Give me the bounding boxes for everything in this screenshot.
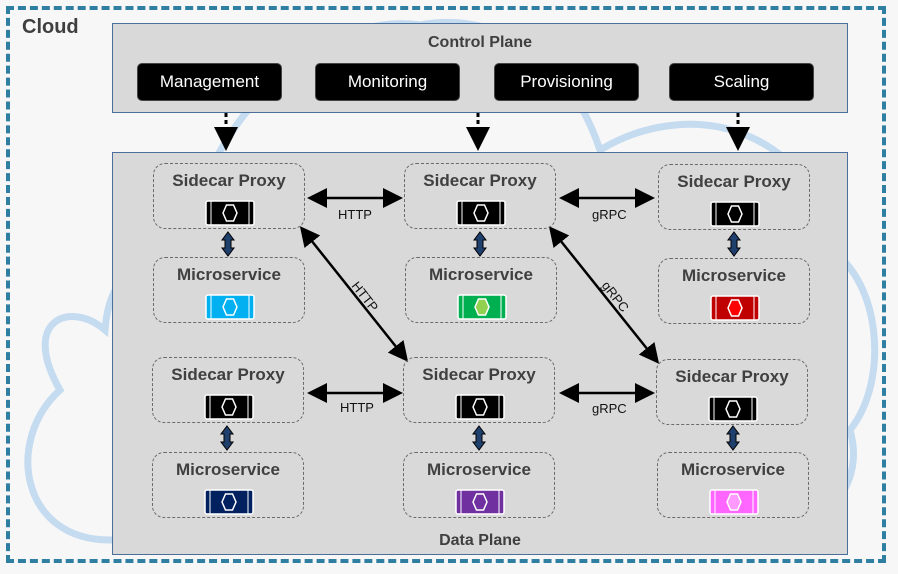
sidecar-container-icon xyxy=(455,394,505,420)
sidecar-proxy: Sidecar Proxy xyxy=(656,359,808,425)
microservice-label: Microservice xyxy=(429,265,533,284)
sidecar-proxy: Sidecar Proxy xyxy=(404,163,556,229)
microservice: Microservice xyxy=(152,452,304,518)
sidecar-proxy-label: Sidecar Proxy xyxy=(675,367,789,386)
sidecar-proxy-label: Sidecar Proxy xyxy=(423,171,537,190)
microservice-container-icon xyxy=(710,295,760,321)
sidecar-proxy-label: Sidecar Proxy xyxy=(171,365,285,384)
microservice-container-icon xyxy=(457,294,507,320)
microservice-label: Microservice xyxy=(681,460,785,479)
microservice-container-icon xyxy=(205,294,255,320)
microservice-container-icon xyxy=(455,489,505,515)
microservice-container-icon xyxy=(204,489,254,515)
cloud-frame xyxy=(6,6,886,563)
sidecar-container-icon xyxy=(710,201,760,227)
connection-label: HTTP xyxy=(338,207,372,222)
microservice-label: Microservice xyxy=(682,266,786,285)
connection-label: gRPC xyxy=(592,207,627,222)
sidecar-container-icon xyxy=(205,200,255,226)
sidecar-proxy-label: Sidecar Proxy xyxy=(172,171,286,190)
microservice: Microservice xyxy=(403,452,555,518)
microservice-label: Microservice xyxy=(427,460,531,479)
sidecar-proxy: Sidecar Proxy xyxy=(153,163,305,229)
sidecar-proxy: Sidecar Proxy xyxy=(403,357,555,423)
sidecar-proxy-label: Sidecar Proxy xyxy=(422,365,536,384)
sidecar-proxy: Sidecar Proxy xyxy=(152,357,304,423)
microservice-label: Microservice xyxy=(176,460,280,479)
control-plane-title: Control Plane xyxy=(427,34,532,51)
microservice-label: Microservice xyxy=(177,265,281,284)
microservice: Microservice xyxy=(658,258,810,324)
cloud-label: Cloud xyxy=(22,16,79,38)
provisioning-button[interactable]: Provisioning xyxy=(494,63,639,101)
monitoring-button[interactable]: Monitoring xyxy=(315,63,460,101)
sidecar-container-icon xyxy=(708,396,758,422)
management-button[interactable]: Management xyxy=(137,63,282,101)
sidecar-proxy: Sidecar Proxy xyxy=(658,164,810,230)
microservice: Microservice xyxy=(405,257,557,323)
data-plane-title: Data Plane xyxy=(439,532,521,549)
sidecar-proxy-label: Sidecar Proxy xyxy=(677,172,791,191)
sidecar-container-icon xyxy=(456,200,506,226)
scaling-button[interactable]: Scaling xyxy=(669,63,814,101)
microservice-container-icon xyxy=(709,489,759,515)
connection-label: HTTP xyxy=(340,400,374,415)
microservice: Microservice xyxy=(153,257,305,323)
connection-label: gRPC xyxy=(592,401,627,416)
sidecar-container-icon xyxy=(204,394,254,420)
microservice: Microservice xyxy=(657,452,809,518)
